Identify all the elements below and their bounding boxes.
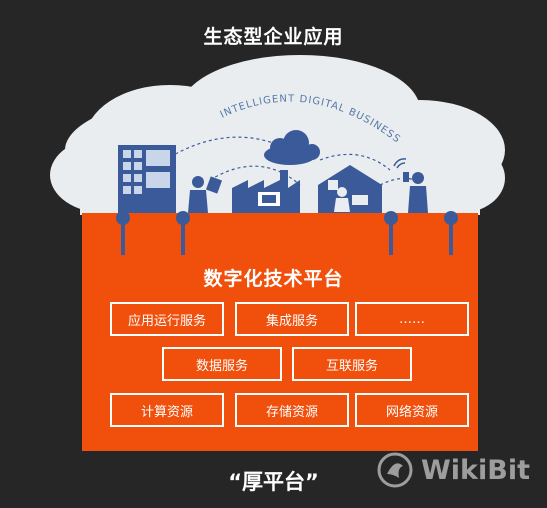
person-tablet-icon bbox=[188, 176, 223, 213]
service-integration: 集成服务 bbox=[235, 302, 349, 336]
watermark-text: WikiBit bbox=[421, 454, 530, 486]
resource-network: 网络资源 bbox=[355, 393, 469, 427]
resource-compute: 计算资源 bbox=[110, 393, 224, 427]
resource-storage: 存储资源 bbox=[235, 393, 349, 427]
home-office-icon bbox=[318, 165, 382, 213]
bottom-title: “厚平台” bbox=[228, 470, 319, 494]
service-data: 数据服务 bbox=[162, 347, 282, 381]
service-more: …… bbox=[355, 302, 469, 336]
platform-title: 数字化技术平台 bbox=[203, 268, 344, 290]
service-app-runtime: 应用运行服务 bbox=[110, 302, 224, 336]
watermark: WikiBit bbox=[377, 452, 530, 488]
cloud-illustration: INTELLIGENT DIGITAL BUSINESS bbox=[50, 55, 505, 215]
service-interconnect: 互联服务 bbox=[292, 347, 412, 381]
building-icon bbox=[118, 145, 176, 213]
person-phone-icon bbox=[393, 158, 428, 213]
connector-pins bbox=[116, 211, 458, 255]
top-title: 生态型企业应用 bbox=[203, 26, 344, 48]
platform-block bbox=[82, 213, 478, 451]
cloud-icon bbox=[264, 130, 320, 165]
wikibit-logo-icon bbox=[377, 452, 413, 488]
factory-icon bbox=[232, 170, 300, 213]
